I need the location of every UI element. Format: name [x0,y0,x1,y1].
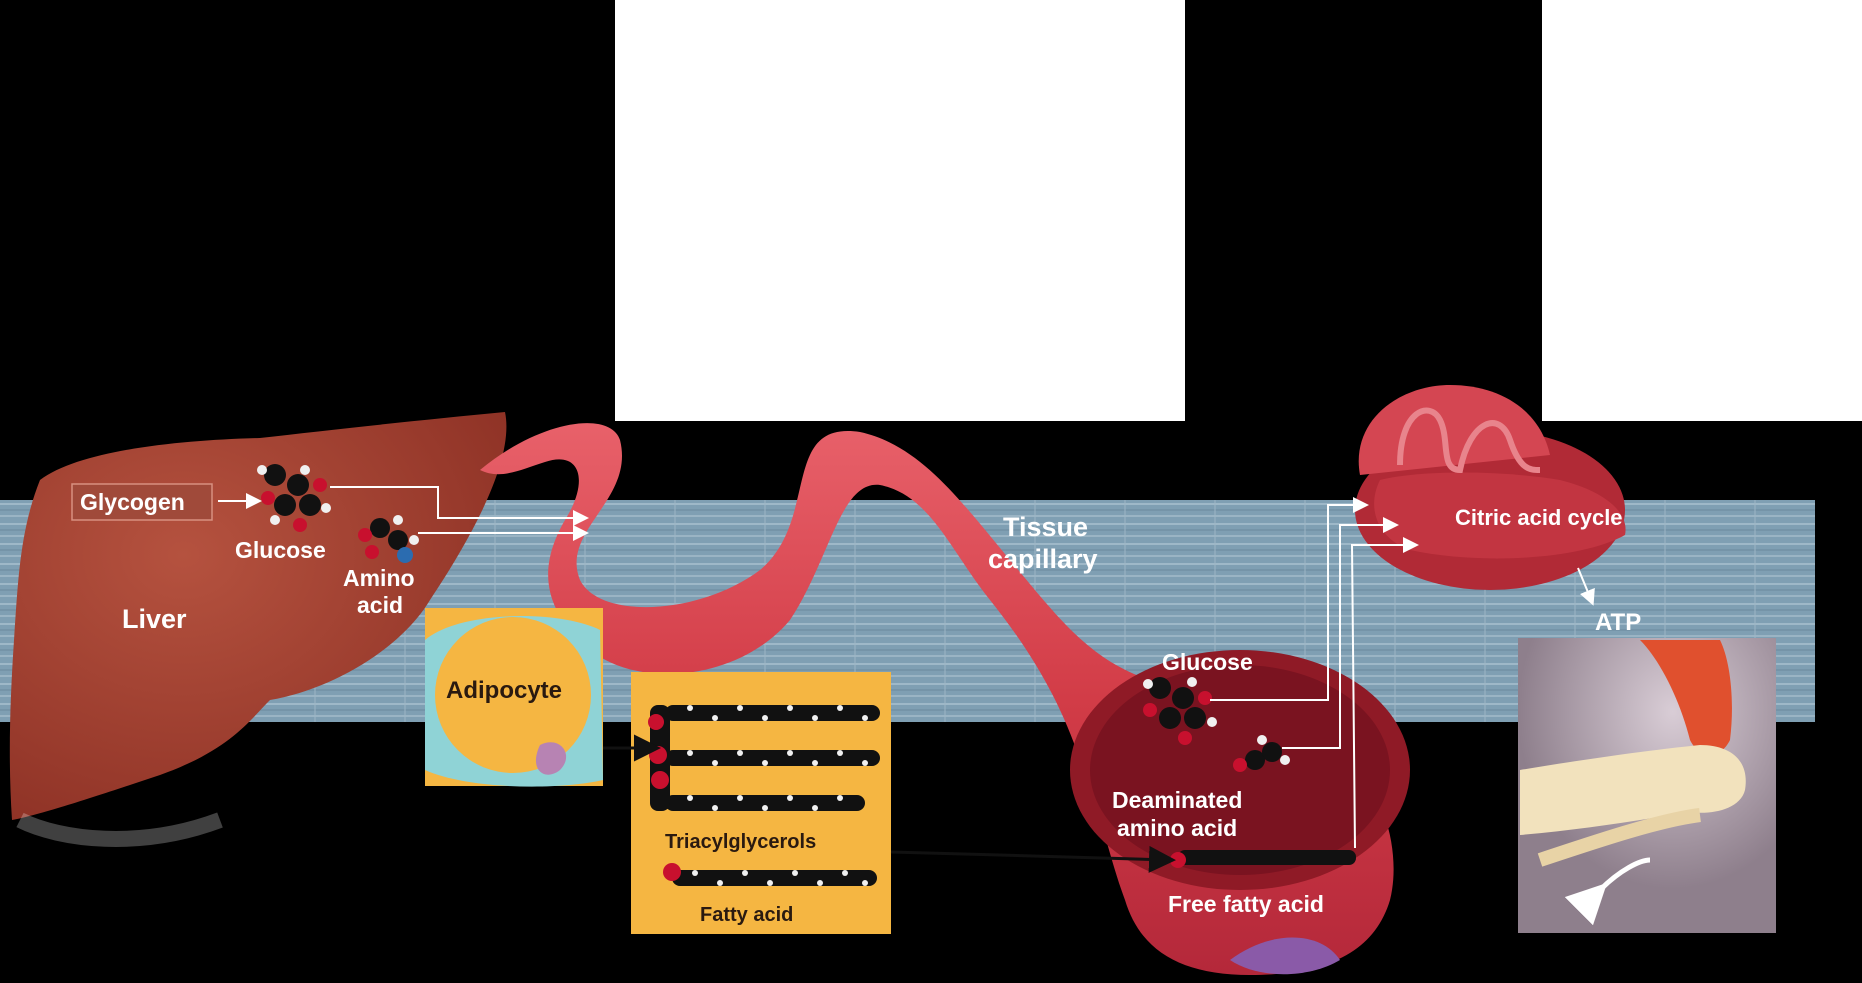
blank-panel-right [1542,0,1862,421]
triacylglycerol-molecule [648,705,880,811]
hydrogen-atoms [687,705,868,886]
arrow-glucose-to-mitochondrion [1210,497,1369,701]
fatty-acid-molecule [663,863,877,886]
label-adipocyte: Adipocyte [446,677,562,704]
arrow-glucose-to-vessel [330,486,589,526]
muscle-arm-panel [1518,638,1776,933]
label-tissue-line1: Tissue [1003,512,1088,542]
label-free-fatty-acid: Free fatty acid [1168,891,1324,917]
label-liver: Liver [122,604,187,634]
label-citric-acid-cycle: Citric acid cycle [1455,505,1623,530]
deaminated-amino-acid-molecule [1233,735,1290,772]
label-glucose-capillary: Glucose [1162,649,1253,675]
label-atp: ATP [1595,609,1641,636]
arrow-amino-to-mitochondrion [1282,517,1399,749]
label-deaminated-line2: amino acid [1117,815,1237,841]
label-glucose-liver: Glucose [235,537,326,563]
liver-shadow [16,812,223,847]
label-amino-line1: Amino [343,565,415,591]
glycogen-label-box [71,483,213,521]
glucose-molecule-liver [257,464,331,532]
label-glycogen: Glycogen [80,489,185,515]
arrow-mitochondrion-to-atp [1577,567,1595,606]
mitochondrion [1355,385,1626,590]
label-fatty-acid: Fatty acid [700,904,793,926]
capillary-cell [1230,937,1340,975]
label-deaminated-line1: Deaminated [1112,787,1242,813]
curved-arrow-icon [1564,857,1651,926]
arrow-fatty-acid-to-capillary [890,845,1176,873]
arrow-fatty-acid-to-mitochondrion [1350,537,1419,849]
glucose-molecule-capillary [1143,677,1217,745]
blank-panel-center [615,0,1185,421]
label-triacylglycerols: Triacylglycerols [665,831,816,853]
label-tissue-line2: capillary [988,544,1098,574]
amino-acid-molecule [358,515,419,563]
triacylglycerol-panel [631,672,891,934]
adipocyte-panel [425,608,603,787]
label-amino-line2: acid [357,592,403,618]
